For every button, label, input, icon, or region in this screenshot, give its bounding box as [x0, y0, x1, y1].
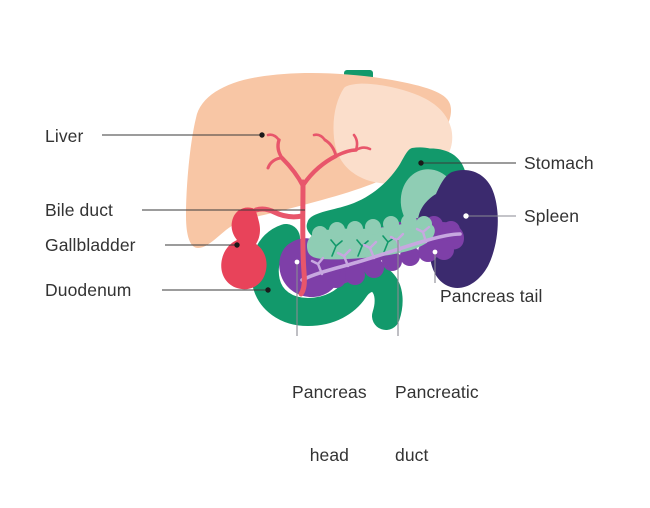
pancreatic-duct-branches-shape: [310, 225, 431, 276]
leader-dot-duodenum: [265, 287, 271, 293]
leader-dot-pancreas-tail: [432, 249, 438, 255]
leader-dot-gallbladder: [234, 242, 240, 248]
bile-duct-shape: [253, 133, 372, 297]
leader-dot-spleen: [463, 213, 469, 219]
leader-lines: [102, 134, 516, 291]
anatomy-diagram: Liver Bile duct Gallbladder Duodenum Sto…: [45, 70, 594, 465]
label-pancreatic-duct: Pancreatic duct: [395, 340, 479, 508]
label-pancreatic-duct-line1: Pancreatic: [395, 382, 479, 402]
label-stomach: Stomach: [524, 153, 594, 173]
label-bile-duct: Bile duct: [45, 200, 114, 220]
duodenum-shape: [250, 224, 403, 330]
label-duodenum: Duodenum: [45, 280, 132, 300]
leader-dot-pancreas-head: [294, 259, 300, 265]
leader-dot-stomach: [418, 160, 424, 166]
pancreatic-duct-shape: [300, 232, 462, 282]
label-liver: Liver: [45, 126, 84, 146]
label-pancreatic-duct-line2: duct: [395, 445, 429, 465]
anatomy-illustration: [102, 70, 516, 336]
label-pancreas-head: Pancreas head: [292, 340, 367, 508]
gallbladder-shape: [221, 207, 267, 290]
label-spleen: Spleen: [524, 206, 580, 226]
leader-lines-light: [296, 215, 516, 336]
stomach-lobule-bumps-shape: [312, 214, 432, 242]
label-gallbladder: Gallbladder: [45, 235, 136, 255]
leader-dot-liver: [259, 132, 265, 138]
label-pancreas-tail: Pancreas tail: [440, 286, 543, 306]
label-pancreas-head-line2: head: [309, 445, 350, 465]
label-pancreas-head-line1: Pancreas: [292, 382, 367, 402]
